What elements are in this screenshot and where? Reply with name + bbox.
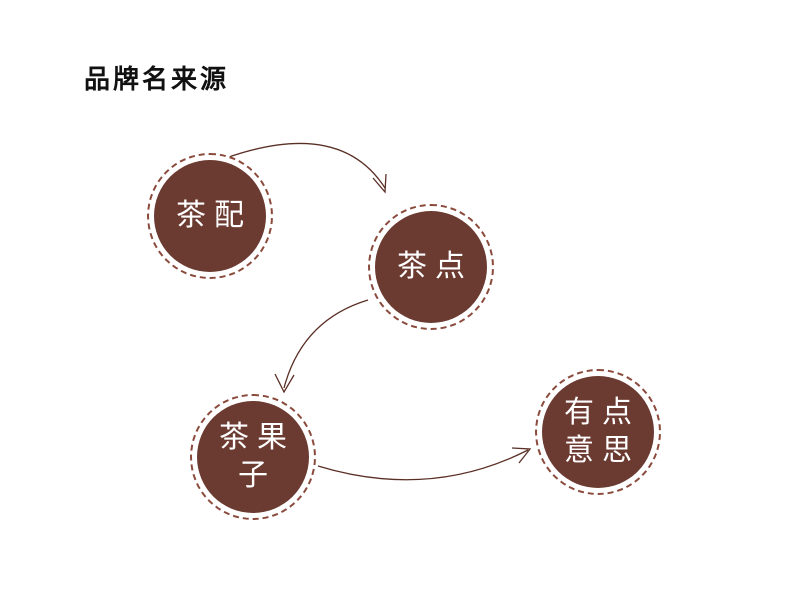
- arrow-3-curve: [317, 449, 529, 481]
- node-you-dian-yi-si: 有点 意思: [535, 369, 661, 495]
- node-cha-pei-disc: 茶配: [154, 160, 266, 272]
- node-cha-guo-zi-label-line-1: 茶果: [219, 420, 295, 455]
- node-cha-pei-label: 茶配: [176, 198, 252, 233]
- node-cha-dian-label: 茶点: [397, 249, 473, 284]
- node-you-dian-yi-si-disc: 有点 意思: [542, 376, 654, 488]
- node-cha-guo-zi: 茶果 子: [190, 394, 316, 520]
- node-cha-pei: 茶配: [147, 153, 273, 279]
- arrow-1-curve: [225, 142, 386, 189]
- arrow-1-head: [372, 173, 387, 194]
- node-cha-dian: 茶点: [368, 204, 494, 330]
- node-you-dian-yi-si-label-line-2: 意思: [564, 433, 640, 468]
- page-title: 品牌名来源: [84, 65, 230, 95]
- node-cha-guo-zi-disc: 茶果 子: [197, 401, 309, 513]
- arrow-2-head: [274, 373, 295, 394]
- node-you-dian-yi-si-label-line-1: 有点: [564, 395, 640, 430]
- arrow-3-head: [511, 447, 532, 464]
- node-cha-guo-zi-label-line-2: 子: [238, 458, 276, 493]
- node-cha-dian-disc: 茶点: [375, 211, 487, 323]
- arrow-2-curve: [283, 299, 369, 389]
